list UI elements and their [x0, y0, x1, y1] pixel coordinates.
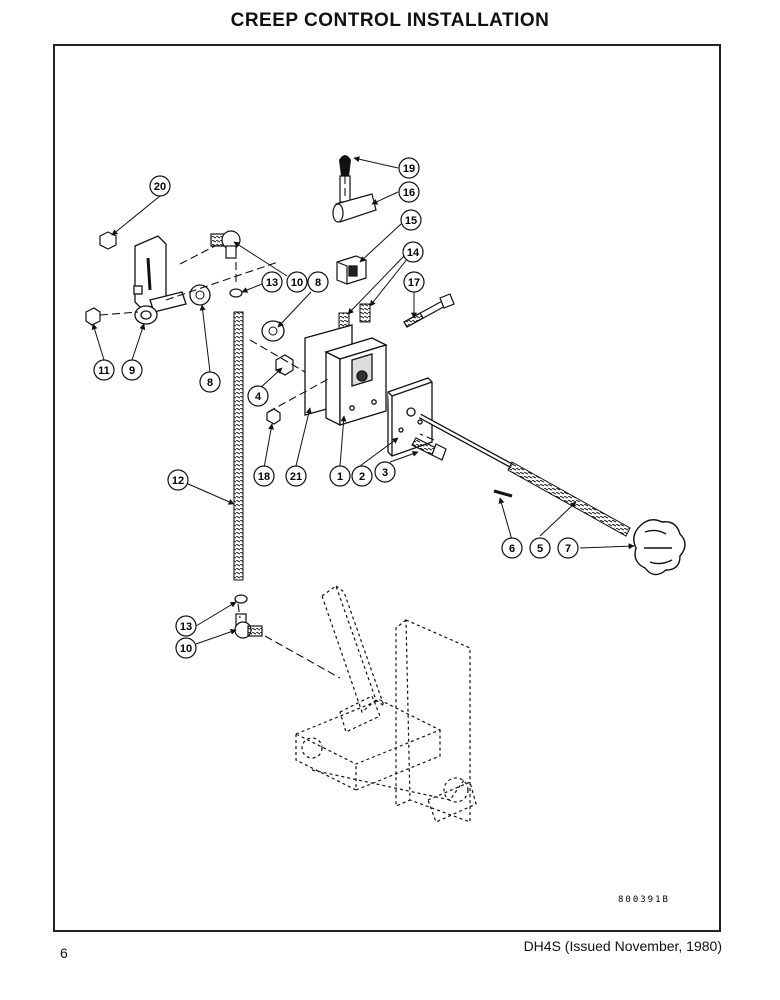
hand-wheel-part: [633, 519, 686, 576]
drawing-number: 800391B: [618, 895, 670, 905]
callout-label: 6: [509, 543, 515, 555]
callout-circle: [329, 465, 351, 487]
callout-circle: [175, 637, 197, 659]
callout-label: 4: [255, 391, 262, 403]
page-title: CREEP CONTROL INSTALLATION: [230, 10, 550, 31]
callout-circle: [501, 537, 523, 559]
callout-label: 13: [266, 277, 278, 289]
callout-circle: [253, 465, 275, 487]
callout-label: 7: [565, 543, 571, 555]
callout-circle: [93, 359, 115, 381]
capscrew-part: [411, 437, 447, 461]
callout-label: 10: [180, 643, 192, 655]
callout-label: 21: [290, 471, 302, 483]
callout-circle: [403, 271, 425, 293]
callout-label: 8: [207, 377, 213, 389]
callout-circle: [285, 465, 307, 487]
callouts: [93, 157, 579, 659]
callout-label: 12: [172, 475, 184, 487]
document-issue-date: DH4S (Issued November, 1980): [523, 938, 722, 954]
callout-label: 18: [258, 471, 270, 483]
callout-circle: [351, 465, 373, 487]
clip-part-bottom: [234, 594, 248, 604]
lever-bracket-part: [133, 235, 187, 325]
clip-part-top: [229, 288, 243, 298]
knob-cap-part: [339, 155, 351, 176]
callout-circle: [175, 615, 197, 637]
callout-circle: [400, 209, 422, 231]
nut-part-top: [99, 231, 117, 250]
callout-circle: [121, 359, 143, 381]
callout-label: 1: [337, 471, 343, 483]
long-threaded-rod-part: [233, 311, 244, 581]
pedal-assembly-phantom: [294, 585, 477, 823]
callout-circle: [199, 371, 221, 393]
bracket-part: [324, 337, 388, 427]
callout-circle: [286, 271, 308, 293]
diagram-frame: [53, 44, 721, 932]
callout-circle: [307, 271, 329, 293]
callout-label: 10: [291, 277, 303, 289]
callout-label: 9: [129, 365, 135, 377]
callout-label: 16: [403, 187, 415, 199]
callout-circle: [529, 537, 551, 559]
callout-circle: [557, 537, 579, 559]
callout-label: 15: [405, 215, 417, 227]
face-plate-part: [387, 377, 433, 457]
callout-label: 13: [180, 621, 192, 633]
callout-circle: [261, 271, 283, 293]
callout-circle: [398, 181, 420, 203]
callout-label: 3: [382, 467, 388, 479]
callout-label: 11: [98, 365, 110, 377]
callout-circle: [167, 469, 189, 491]
nut-part-left: [85, 307, 101, 326]
callout-circle: [374, 461, 396, 483]
callout-label: 14: [407, 247, 420, 259]
pin-part: [493, 489, 513, 498]
bolt-part: [403, 293, 455, 328]
lever-part: [332, 175, 377, 223]
callout-label: 5: [537, 543, 543, 555]
callout-circle: [149, 175, 171, 197]
threaded-rod-part: [418, 413, 631, 537]
callout-label: 19: [403, 163, 415, 175]
rod-end-part-bottom: [234, 613, 263, 639]
callout-label: 17: [408, 277, 420, 289]
callout-labels: 19 16 15 14 17 20 13 10 8 11 9 8 4 18 21…: [98, 163, 571, 655]
alignment-lines: [99, 176, 435, 679]
callout-label: 2: [359, 471, 365, 483]
block-part: [336, 255, 367, 285]
callout-label: 20: [154, 181, 166, 193]
callout-circle: [247, 385, 269, 407]
callout-circle: [398, 157, 420, 179]
page-number: 6: [60, 945, 68, 961]
callout-label: 8: [315, 277, 321, 289]
nut-part-mid: [275, 354, 294, 376]
rod-end-part-top: [210, 230, 241, 259]
callout-circle: [402, 241, 424, 263]
